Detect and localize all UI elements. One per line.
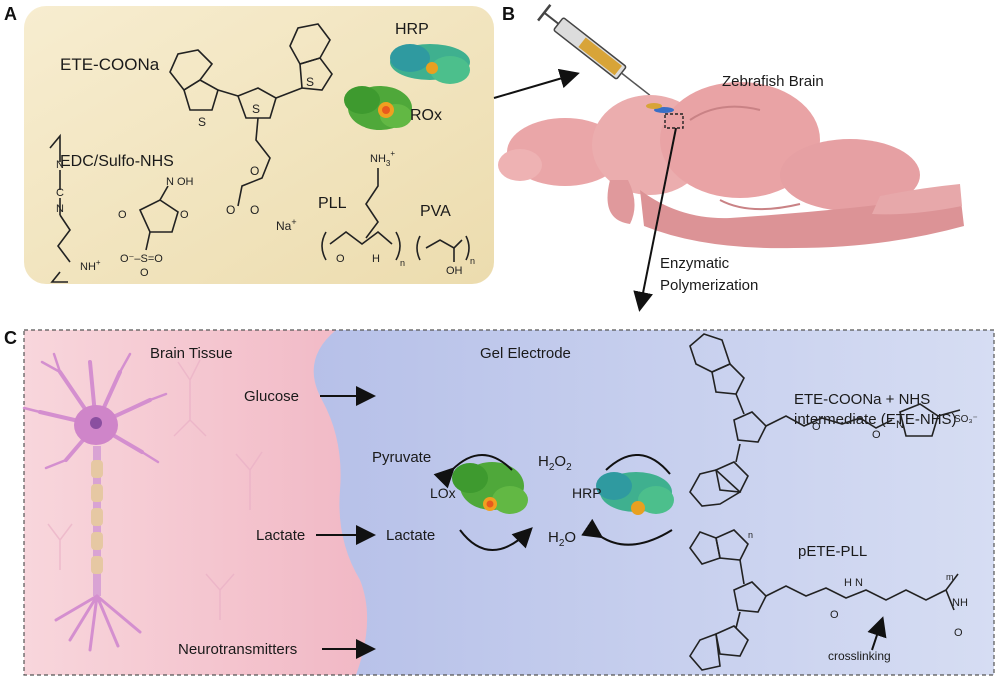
crosslinking-label: crosslinking: [828, 649, 891, 663]
pll-structure: [321, 168, 401, 261]
hydroxyl: OH: [446, 265, 463, 277]
amide-nh: H N: [844, 577, 863, 589]
amine-nh: NH: [952, 597, 968, 609]
sulfonate: O⁻–S=O: [120, 253, 163, 265]
h2o-label: H2O: [548, 529, 576, 549]
process-label-line2: Polymerization: [660, 277, 758, 294]
brain-tissue-label: Brain Tissue: [150, 345, 233, 362]
atom-o: O: [250, 164, 259, 178]
lactate-right-label: Lactate: [386, 527, 435, 544]
atom-s: S: [198, 115, 206, 129]
crosslinking-arrow: [867, 616, 887, 651]
atom-o: O: [830, 609, 839, 621]
panel-a-label: A: [4, 4, 17, 24]
polymerization-arrow: [633, 127, 677, 312]
repeat-n: n: [470, 256, 475, 266]
syringe-icon: [537, 4, 651, 96]
hydroxyl: N OH: [166, 176, 194, 188]
pyruvate-label: Pyruvate: [372, 449, 431, 466]
atom-n: H: [372, 253, 380, 265]
pva-label: PVA: [420, 203, 451, 220]
atom-o: O: [118, 209, 127, 221]
atom-o: O: [954, 627, 963, 639]
gel-electrode-label: Gel Electrode: [480, 345, 571, 362]
edc-structure: [49, 133, 71, 283]
sulfonate: SO₃⁻: [954, 414, 978, 425]
rox-enzyme-icon: [344, 86, 412, 130]
atom-c: C: [56, 187, 64, 199]
ammonium: NH3+: [370, 149, 395, 168]
edc-sulfo-nhs-label: EDC/Sulfo-NHS: [60, 153, 174, 170]
zebrafish-brain-illustration: [498, 82, 964, 249]
sulfo-nhs-structure: [138, 185, 179, 251]
atom-o: O: [250, 203, 259, 217]
pete-pll-structure: [689, 529, 959, 671]
zebrafish-brain-label: Zebrafish Brain: [722, 73, 824, 90]
panel-c-label: C: [4, 328, 17, 348]
hrp-cycle-bottom-arrow: [581, 518, 673, 546]
ete-nhs-structure: [689, 333, 961, 507]
lactate-left-label: Lactate: [256, 527, 305, 544]
injection-arrow: [493, 68, 580, 99]
background-neurons: [47, 359, 263, 620]
panel-b-label: B: [502, 4, 515, 24]
ete-nhs-label-line2: intermediate (ETE-NHS): [794, 411, 957, 428]
atom-o: O: [336, 253, 345, 265]
ete-coona-structure: [169, 23, 333, 207]
atom-s: S: [252, 102, 260, 116]
process-label-line1: Enzymatic: [660, 255, 730, 272]
pll-label: PLL: [318, 195, 347, 212]
hrp-cycle-top-arrow: [605, 454, 671, 475]
pete-pll-label: pETE-PLL: [798, 543, 867, 560]
neuron-illustration: [22, 352, 168, 652]
atom-o: O: [140, 267, 149, 279]
sodium-ion: Na+: [276, 217, 297, 233]
hrp-enzyme-icon: [596, 472, 674, 515]
repeat-n: n: [748, 530, 753, 540]
lox-label: LOx: [430, 485, 456, 501]
neurotransmitters-label: Neurotransmitters: [178, 641, 297, 658]
pva-structure: [416, 235, 470, 262]
atom-n: N: [56, 203, 64, 215]
ete-coona-label: ETE-COONa: [60, 55, 160, 74]
hrp-label-c: HRP: [572, 485, 602, 501]
atom-s: S: [306, 75, 314, 89]
atom-o: O: [226, 203, 235, 217]
atom-n: N: [896, 419, 904, 431]
hrp-label: HRP: [395, 21, 429, 38]
lox-cycle-bottom-arrow: [459, 527, 533, 551]
ete-nhs-label-line1: ETE-COONa + NHS: [794, 391, 930, 408]
glucose-label: Glucose: [244, 388, 299, 405]
atom-o: O: [812, 421, 821, 433]
lox-cycle-top-arrow: [433, 454, 513, 489]
repeat-m: m: [946, 572, 954, 582]
hrp-enzyme-icon: [390, 44, 470, 84]
dimethylammonium: NH+: [80, 258, 101, 273]
lox-enzyme-icon: [452, 462, 528, 514]
repeat-n: n: [400, 258, 405, 268]
atom-o: O: [872, 429, 881, 441]
atom-n: N: [56, 159, 64, 171]
h2o2-label: H2O2: [538, 453, 572, 473]
rox-label: ROx: [410, 107, 442, 124]
atom-o: O: [180, 209, 189, 221]
